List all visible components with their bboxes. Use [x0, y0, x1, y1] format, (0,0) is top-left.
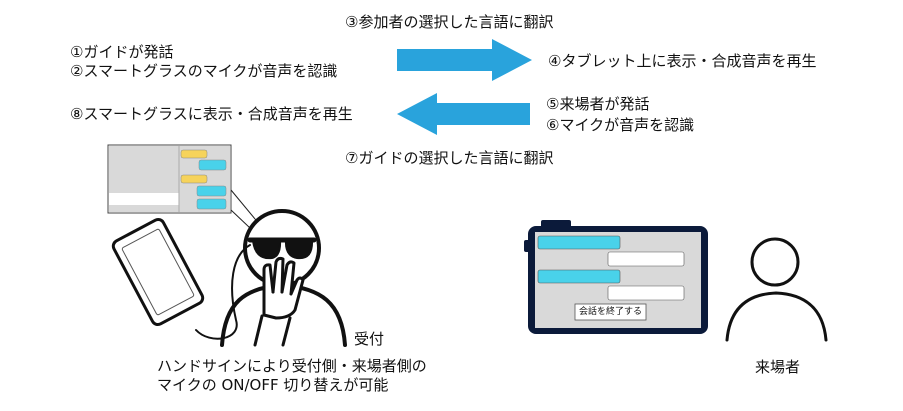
- tablet-bubble-white: [607, 251, 685, 267]
- hand-sign-icon: [262, 256, 305, 320]
- step6-text: ⑥マイクが音声を認識: [546, 116, 695, 134]
- sunglasses-icon: [247, 237, 317, 260]
- step5-text: ⑤来場者が発話: [546, 95, 650, 113]
- right-arrow-icon: [397, 39, 532, 81]
- step4-text: ④タブレット上に表示・合成音声を再生: [548, 52, 817, 70]
- chat-bubble-yellow: [180, 149, 208, 159]
- guide-figure: [195, 209, 347, 347]
- glasses-display-panel: [107, 144, 261, 229]
- end-conversation-button: [574, 303, 647, 321]
- end-conversation-button-label[interactable]: 会話を終了する: [578, 307, 642, 317]
- chat-bubble-cyan: [196, 185, 227, 197]
- chat-bubble-yellow: [180, 174, 208, 184]
- step8-text: ⑧スマートグラスに表示・合成音声を再生: [70, 105, 353, 123]
- tablet-bubble-cyan: [537, 269, 621, 284]
- step1-text: ①ガイドが発話: [70, 43, 174, 61]
- phone-device: [111, 217, 205, 327]
- tablet-bubble-white: [607, 285, 685, 301]
- guide-caption-line2: マイクの ON/OFF 切り替えが可能: [157, 376, 389, 394]
- visitor-figure: [725, 237, 828, 342]
- guide-caption-line1: ハンドサインにより受付側・来場者側の: [157, 357, 427, 375]
- tablet-bubble-cyan: [537, 235, 621, 250]
- step2-text: ②スマートグラスのマイクが音声を認識: [70, 62, 338, 80]
- chat-bubble-cyan: [198, 159, 227, 171]
- chat-bubble-cyan: [196, 198, 227, 210]
- left-arrow-icon: [397, 93, 530, 135]
- step7-text: ⑦ガイドの選択した言語に翻訳: [345, 149, 554, 167]
- tablet-device: [524, 220, 708, 334]
- visitor-role-label: 来場者: [755, 358, 801, 376]
- step3-text: ③参加者の選択した言語に翻訳: [345, 13, 554, 31]
- guide-role-label: 受付: [354, 330, 385, 348]
